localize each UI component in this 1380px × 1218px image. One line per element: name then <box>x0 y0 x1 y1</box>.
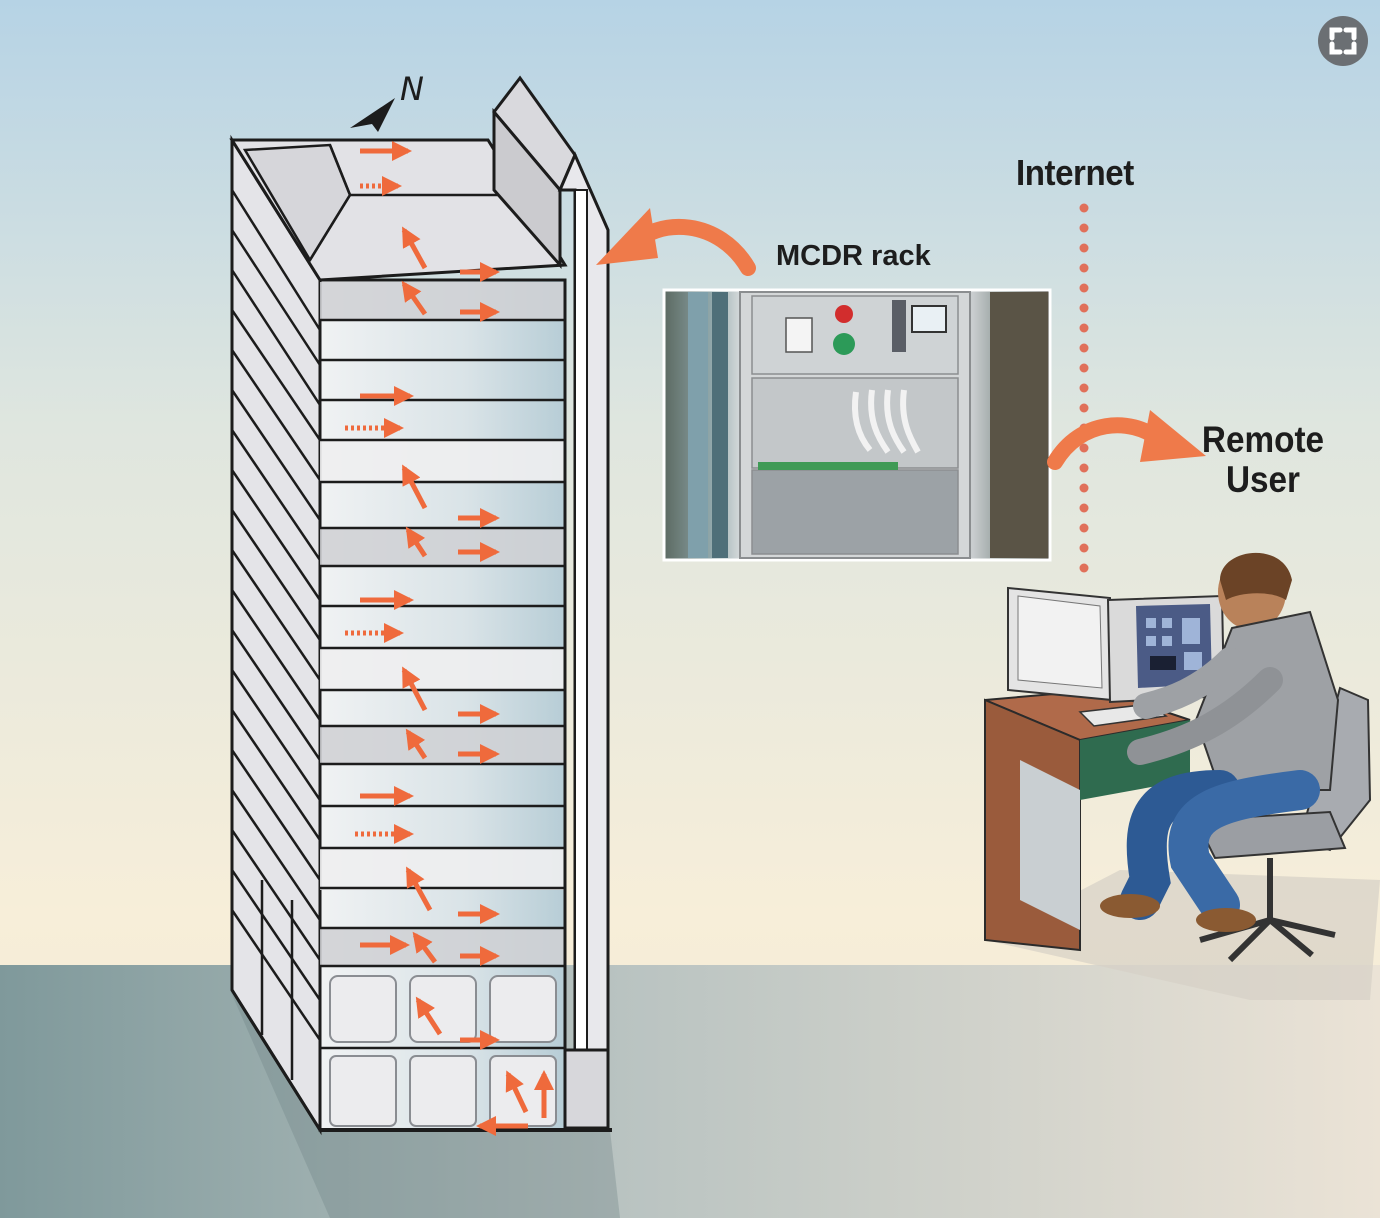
mcdr-rack-photo <box>662 288 1052 562</box>
remote-user-label: Remote User <box>1197 420 1328 500</box>
north-arrow-icon <box>350 98 395 132</box>
building <box>229 75 612 1136</box>
rack-to-building-arrow <box>596 208 756 276</box>
north-label: N <box>400 70 424 108</box>
remote-user-workstation <box>984 552 1380 1000</box>
airflow-arrows <box>345 141 554 1136</box>
expand-button[interactable] <box>1318 16 1368 66</box>
mcdr-rack-label: MCDR rack <box>776 240 931 272</box>
remote-user-label-line1: Remote <box>1201 419 1325 460</box>
rack-to-user-arrow <box>1047 410 1206 470</box>
expand-icon <box>1329 27 1357 55</box>
remote-user-label-line2: User <box>1225 459 1301 500</box>
internet-label: Internet <box>1016 152 1134 193</box>
